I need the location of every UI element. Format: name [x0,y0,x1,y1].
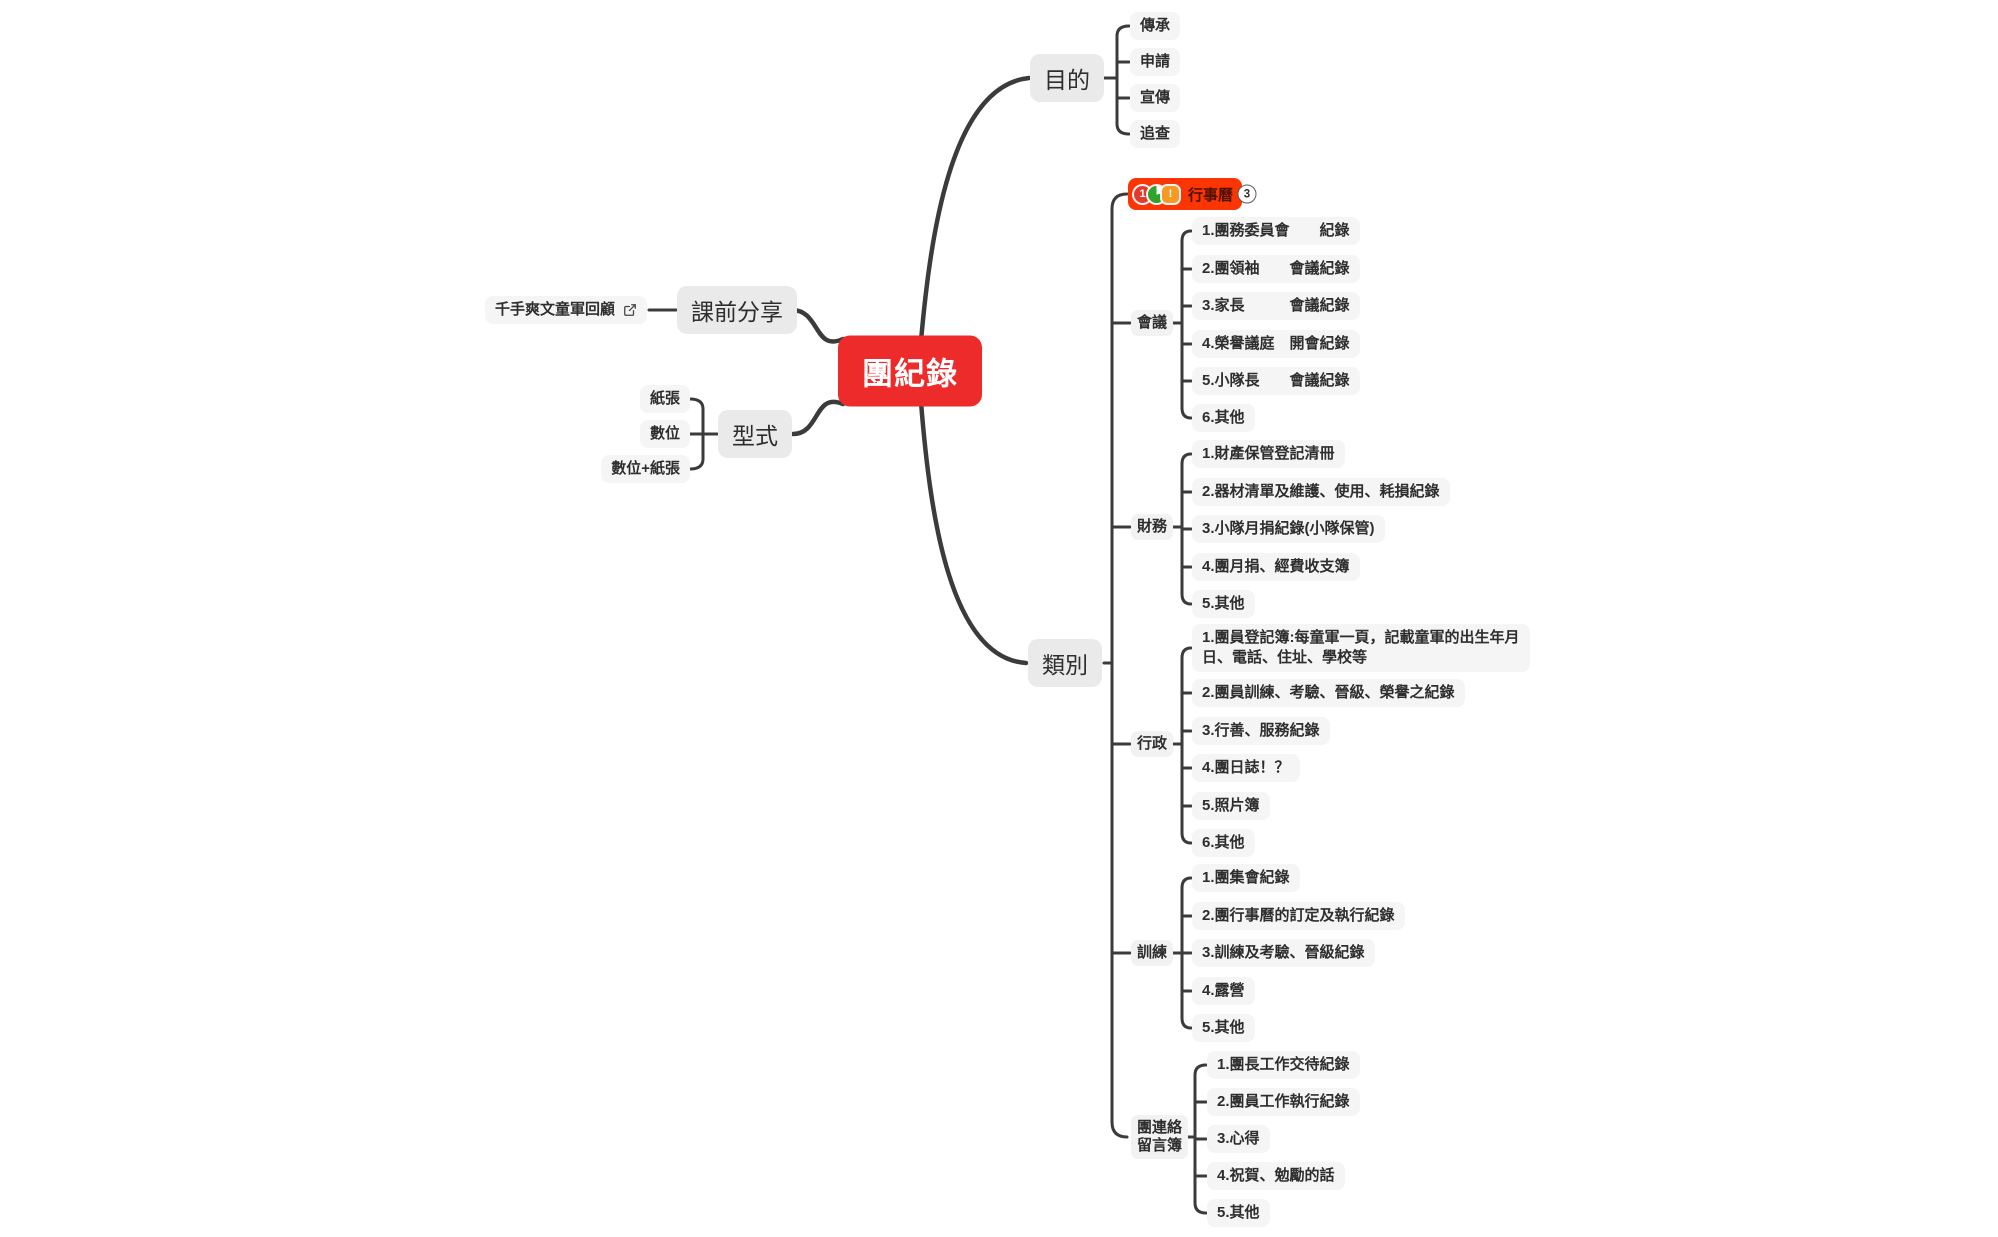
finance-item-2[interactable]: 2.器材清單及維護、使用、耗損紀錄 [1192,478,1450,506]
connector-purpose-children [1102,24,1131,136]
training-item-5[interactable]: 5.其他 [1192,1014,1255,1042]
section-admin[interactable]: 行政 [1131,731,1174,757]
purpose-item-4[interactable]: 追查 [1130,120,1181,148]
connector-root-format [790,399,846,437]
connector-root-category [918,399,1029,666]
finance-item-5[interactable]: 5.其他 [1192,590,1255,618]
preclass-link-node[interactable]: 千手爽文童軍回顧 [484,296,647,324]
section-meeting[interactable]: 會議 [1131,310,1174,336]
admin-item-3[interactable]: 3.行善、服務紀錄 [1192,717,1330,745]
purpose-item-2[interactable]: 申請 [1130,48,1181,76]
meeting-item-3[interactable]: 3.家長 會議紀錄 [1192,292,1360,320]
format-item-1[interactable]: 紙張 [639,385,690,413]
logbook-item-5[interactable]: 5.其他 [1207,1199,1270,1227]
logbook-item-1[interactable]: 1.團長工作交待紀錄 [1207,1051,1360,1079]
admin-item-1[interactable]: 1.團員登記簿:每童軍一頁，記載童軍的出生年月 日、電話、住址、學校等 [1192,624,1530,672]
calendar-label: 行事曆 [1188,186,1234,204]
finance-item-4[interactable]: 4.團月捐、經費收支簿 [1192,553,1360,581]
section-training[interactable]: 訓練 [1131,940,1174,966]
meeting-item-5[interactable]: 5.小隊長 會議紀錄 [1192,367,1360,395]
training-item-1[interactable]: 1.團集會紀錄 [1192,864,1300,892]
connector-format-children [688,397,719,471]
meeting-item-1[interactable]: 1.團務委員會 紀錄 [1192,217,1360,245]
training-item-4[interactable]: 4.露營 [1192,977,1255,1005]
training-item-2[interactable]: 2.團行事曆的訂定及執行紀錄 [1192,902,1405,930]
admin-item-4[interactable]: 4.團日誌！？ [1192,754,1300,782]
external-link-icon[interactable] [623,303,637,317]
finance-item-3[interactable]: 3.小隊月捐紀錄(小隊保管) [1192,515,1385,543]
task-progress-marker-icon [1148,185,1165,203]
training-item-3[interactable]: 3.訓練及考驗、晉級紀錄 [1192,939,1375,967]
preclass-link-label: 千手爽文童軍回顧 [494,301,615,318]
topic-calendar[interactable]: 1 ! 行事曆 [1128,178,1243,210]
admin-item-6[interactable]: 6.其他 [1192,829,1255,857]
purpose-item-1[interactable]: 傳承 [1130,12,1181,40]
meeting-item-2[interactable]: 2.團領袖 會議紀錄 [1192,255,1360,283]
collapsed-count-badge[interactable]: 3 [1237,184,1257,204]
priority-1-marker-icon: 1 [1134,185,1151,203]
connector-root-purpose [918,75,1032,344]
meeting-item-6[interactable]: 6.其他 [1192,404,1255,432]
connector-root-preclass [789,307,846,344]
section-finance[interactable]: 財務 [1131,514,1174,540]
admin-item-2[interactable]: 2.團員訓練、考驗、晉級、榮譽之紀錄 [1192,679,1465,707]
purpose-item-3[interactable]: 宣傳 [1130,84,1181,112]
meeting-item-4[interactable]: 4.榮譽議庭 開會紀錄 [1192,330,1360,358]
topic-preclass-sharing[interactable]: 課前分享 [677,286,797,334]
topic-category[interactable]: 類別 [1028,639,1102,687]
format-item-2[interactable]: 數位 [639,420,690,448]
topic-purpose[interactable]: 目的 [1030,54,1104,102]
logbook-item-3[interactable]: 3.心得 [1207,1125,1270,1153]
central-topic[interactable]: 團紀錄 [838,335,982,407]
logbook-item-4[interactable]: 4.祝賀、勉勵的話 [1207,1162,1345,1190]
topic-format[interactable]: 型式 [718,410,792,458]
finance-item-1[interactable]: 1.財產保管登記清冊 [1192,440,1345,468]
warning-marker-icon: ! [1162,185,1179,203]
connector-category-children [1102,192,1132,1139]
format-item-3[interactable]: 數位+紙張 [601,455,690,483]
admin-item-5[interactable]: 5.照片簿 [1192,792,1270,820]
logbook-item-2[interactable]: 2.團員工作執行紀錄 [1207,1088,1360,1116]
section-logbook[interactable]: 團連絡 留言簿 [1131,1115,1189,1159]
